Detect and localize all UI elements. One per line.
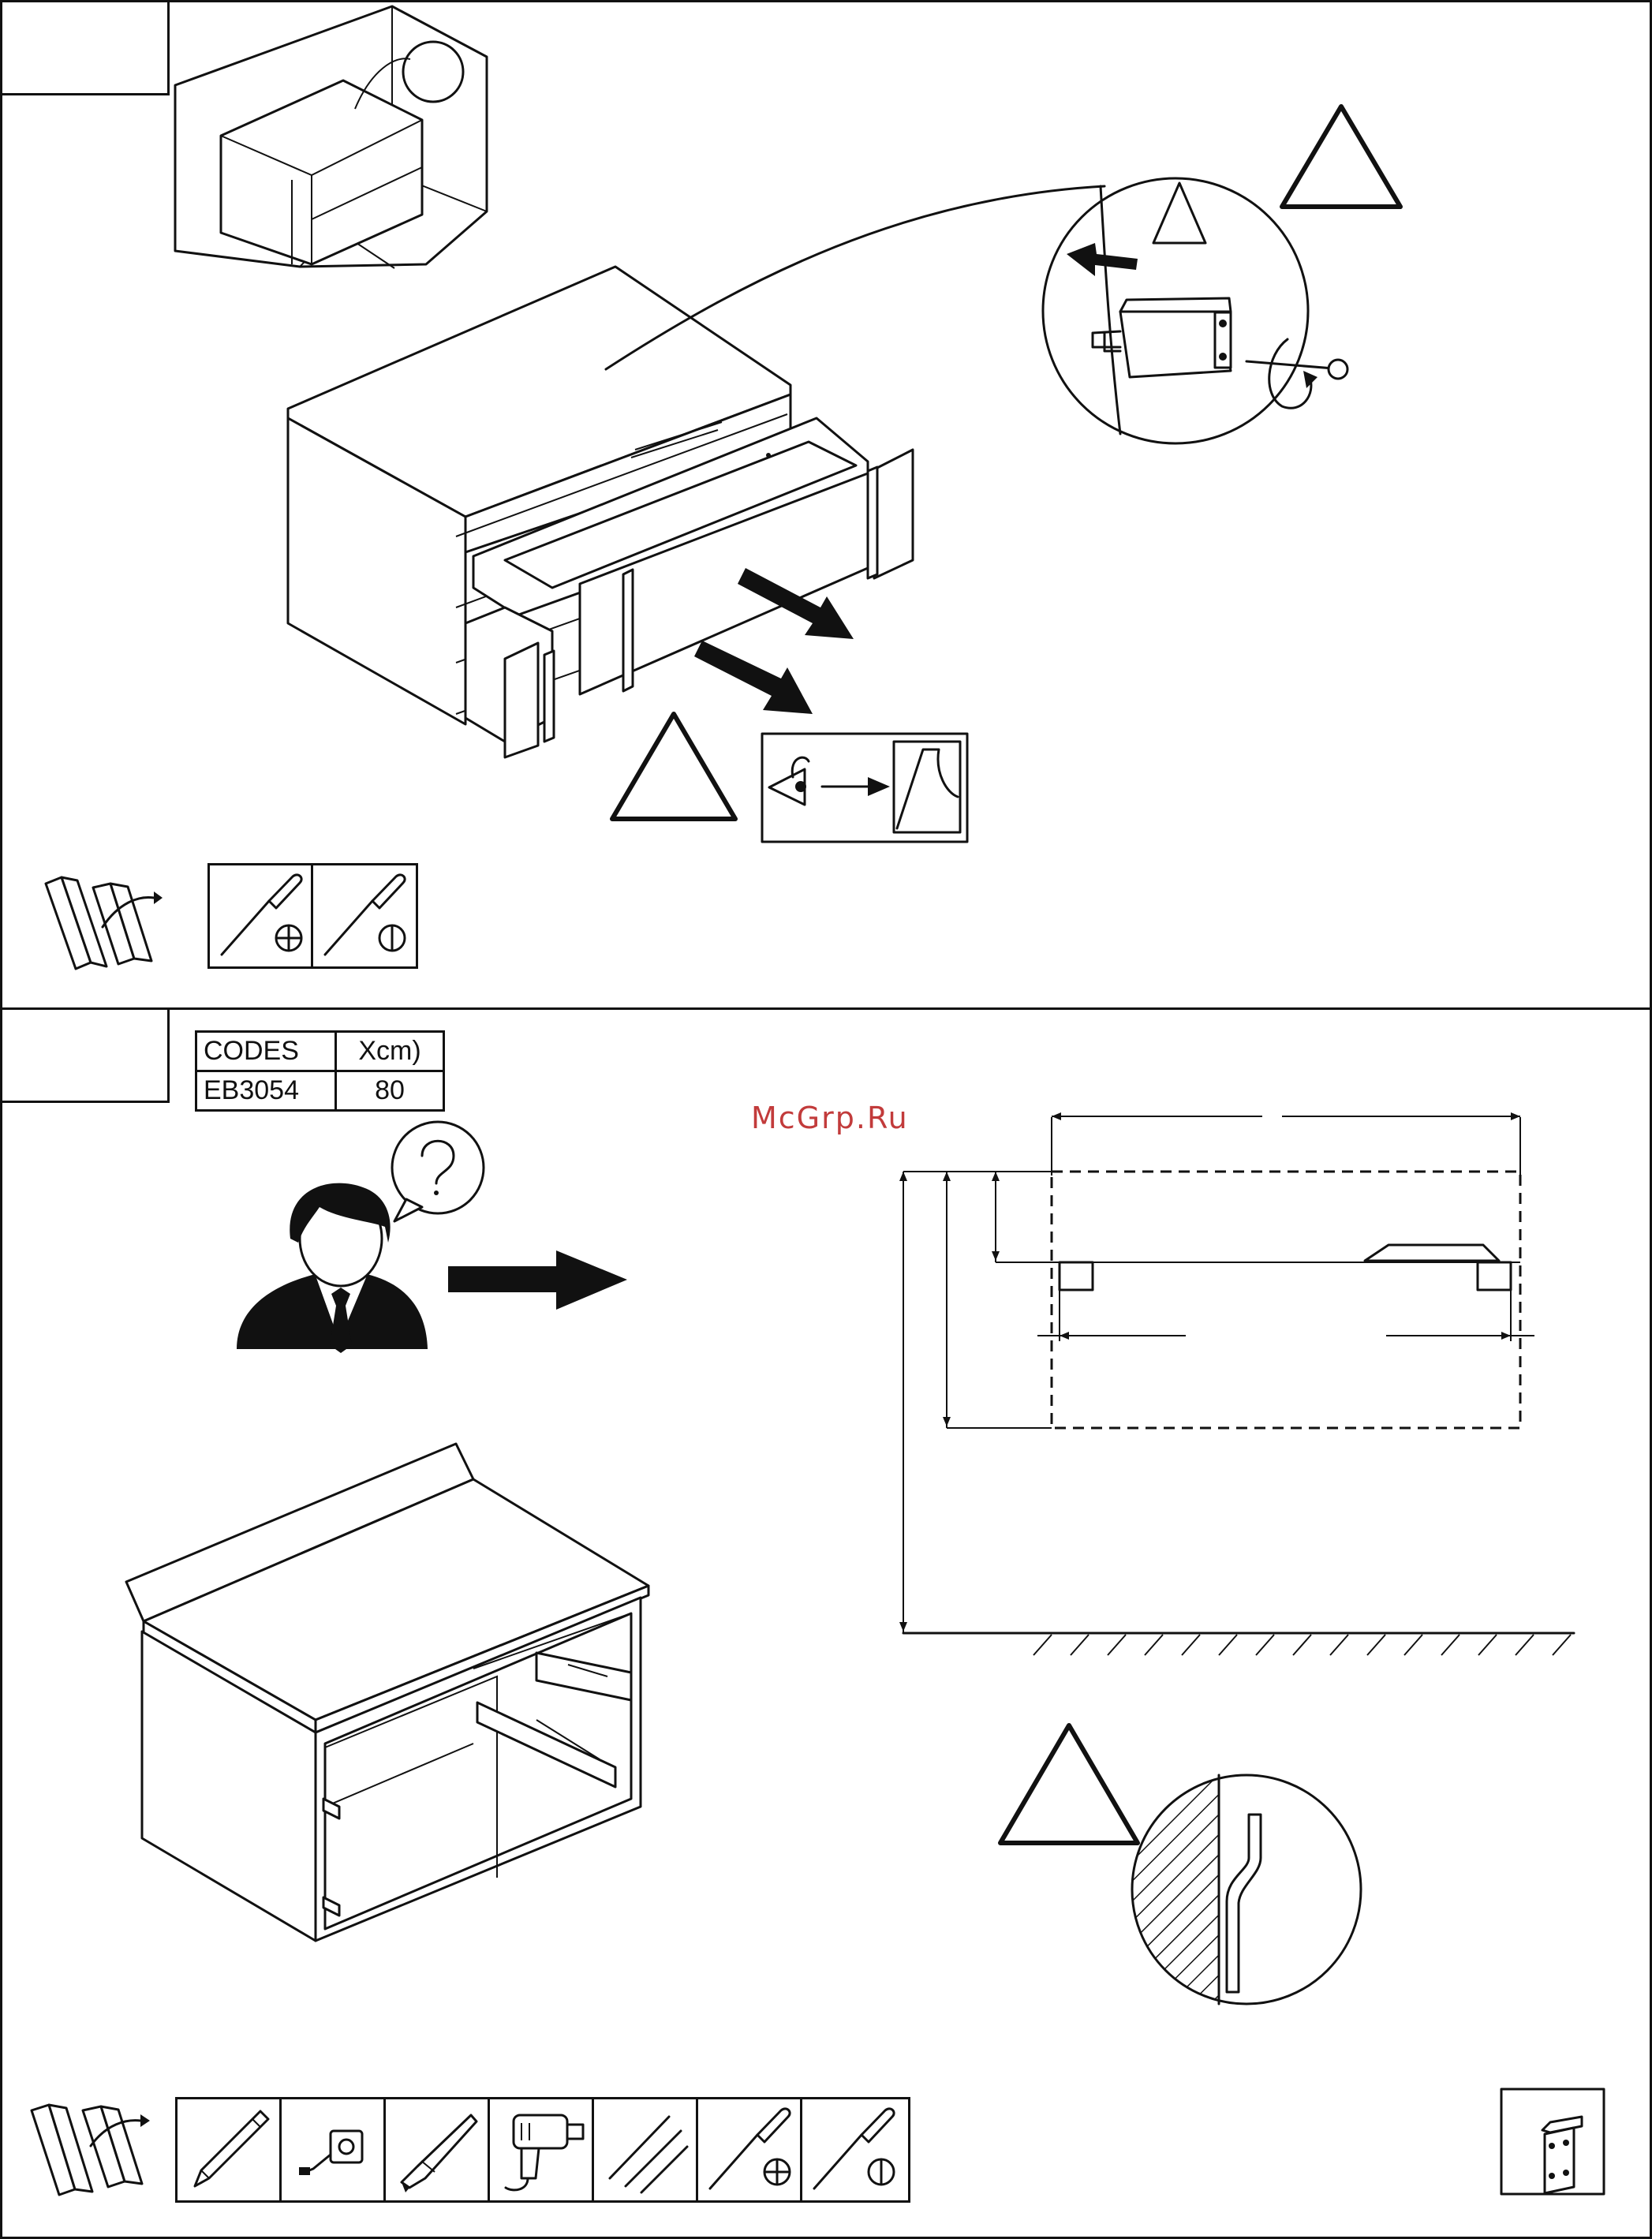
phillips-screwdriver-icon <box>698 2099 802 2200</box>
pencil-icon <box>178 2099 282 2200</box>
step-1-illustration <box>0 0 1652 1010</box>
drawer-lock-detail <box>1043 178 1347 443</box>
tape-measure-icon <box>282 2099 386 2200</box>
x-cm-header: Xcm) <box>336 1032 444 1071</box>
codes-table-header: CODES Xcm) <box>196 1032 444 1071</box>
x-cm-cell: 80 <box>336 1071 444 1111</box>
codes-header: CODES <box>196 1032 336 1071</box>
table-row: EB3054 80 <box>196 1071 444 1111</box>
hardware-bag-icon <box>46 877 163 969</box>
drill-bits-icon <box>594 2099 698 2200</box>
drill-icon <box>490 2099 594 2200</box>
cabinet-drawing <box>288 186 1104 757</box>
remove-film-instruction-icon <box>762 734 967 842</box>
utility-knife-icon <box>386 2099 490 2200</box>
flat-screwdriver-icon <box>313 865 416 966</box>
warning-triangle-icon <box>1282 107 1400 207</box>
codes-table: CODES Xcm) EB3054 80 <box>195 1030 445 1112</box>
room-overview-icon <box>175 6 487 268</box>
watermark: McGrp.Ru <box>751 1101 909 1135</box>
flat-screwdriver-icon <box>802 2099 906 2200</box>
step-1-tools-strip <box>207 863 418 969</box>
code-cell: EB3054 <box>196 1071 336 1111</box>
phillips-screwdriver-icon <box>210 865 313 966</box>
warning-triangle-icon <box>612 714 735 819</box>
step-2-panel <box>0 1007 1652 2239</box>
step-2-number-box <box>2 1010 170 1103</box>
step-2-tools-strip <box>175 2097 910 2203</box>
